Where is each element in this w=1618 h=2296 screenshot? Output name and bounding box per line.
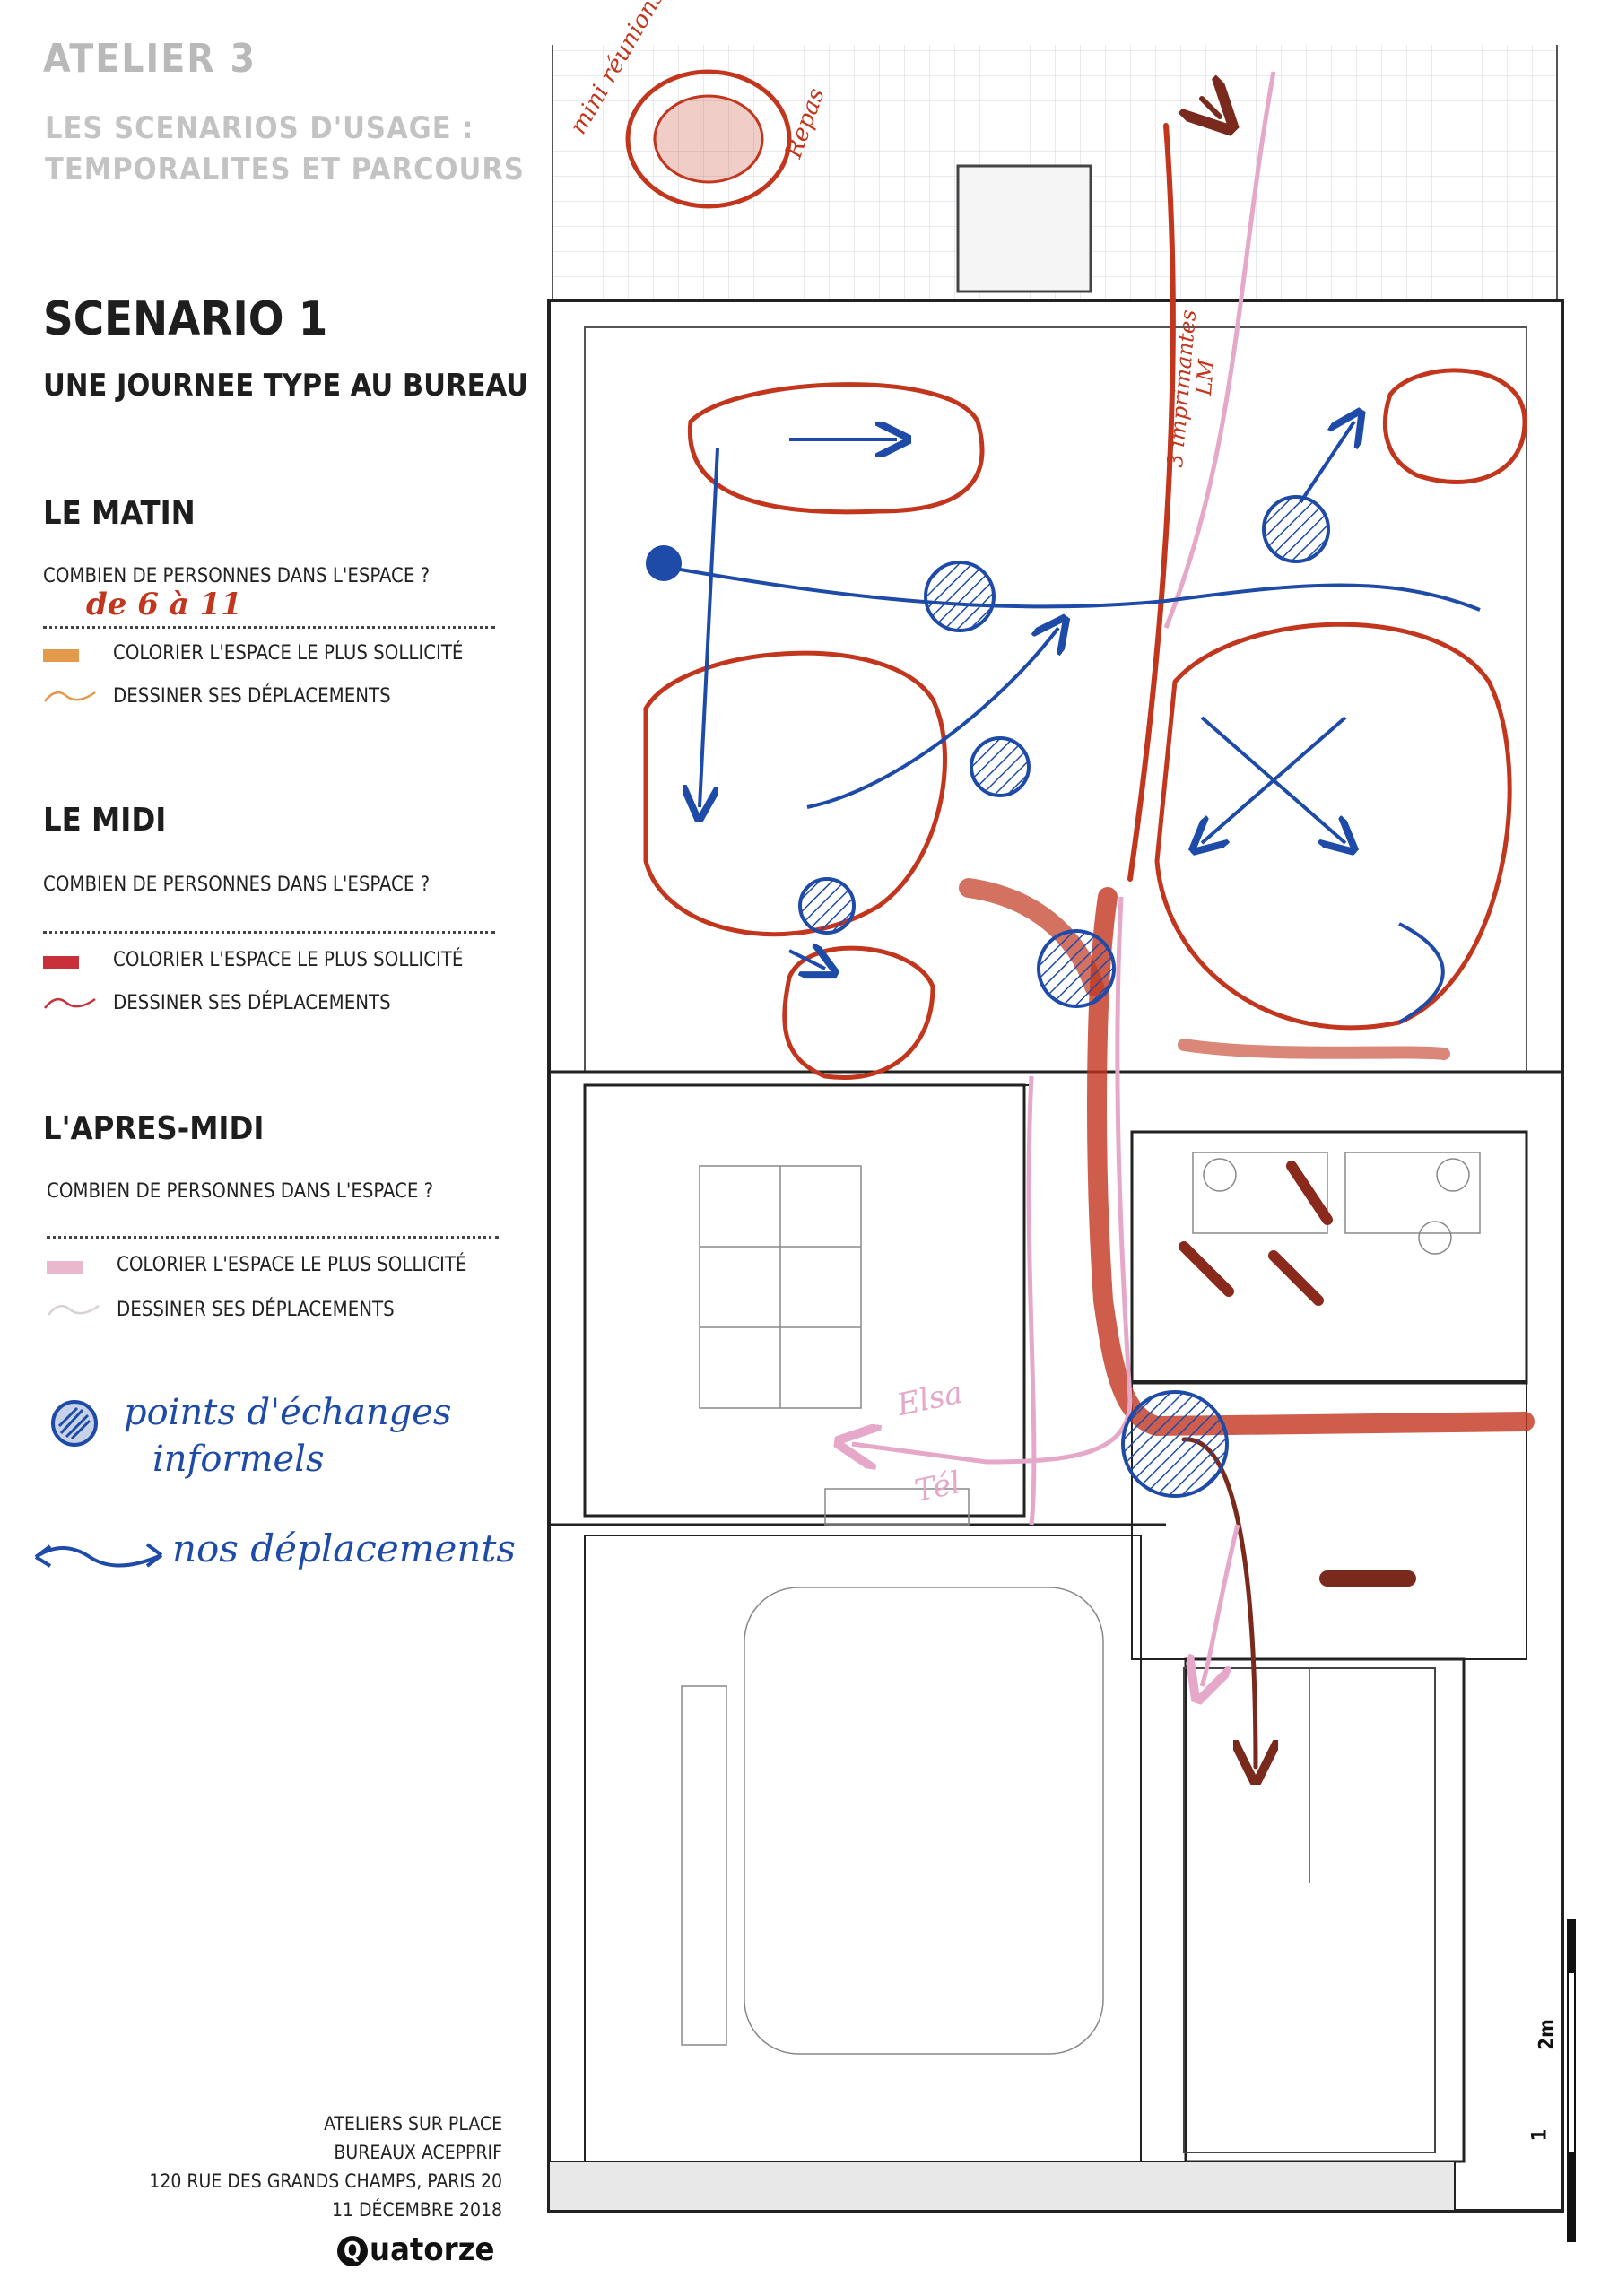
fill-swatch-midi [43, 956, 79, 969]
period-title-matin: LE MATIN [43, 495, 196, 532]
answer-line-apres-midi [47, 1236, 499, 1239]
fill-swatch-apres-midi [47, 1261, 83, 1274]
legend-path-apres-midi: DESSINER SES DÉPLACEMENTS [117, 1299, 395, 1321]
scenario-title: SCENARIO 1 [43, 292, 328, 346]
scale-label-2m: 2m [1535, 2019, 1559, 2050]
answer-line-matin [43, 626, 495, 629]
double-arrow-icon [34, 1543, 163, 1568]
staircase [1183, 1667, 1436, 2153]
question-apres-midi: COMBIEN DE PERSONNES DANS L'ESPACE ? [47, 1180, 434, 1203]
noon-path [959, 99, 1535, 1767]
fill-swatch-matin [43, 649, 79, 662]
logo-q-icon: Q [337, 2236, 368, 2266]
footer-line4: 11 DÉCEMBRE 2018 [331, 2199, 502, 2221]
legend-fill-matin: COLORIER L'ESPACE LE PLUS SOLLICITÉ [113, 642, 464, 665]
atelier-subtitle: LES SCENARIOS D'USAGE : TEMPORALITES ET … [45, 108, 525, 190]
legend-points-line2: informels [152, 1439, 325, 1480]
furniture [681, 1152, 1481, 2055]
footer-line3: 120 RUE DES GRANDS CHAMPS, PARIS 20 [149, 2170, 502, 2192]
legend-fill-apres-midi: COLORIER L'ESPACE LE PLUS SOLLICITÉ [117, 1254, 467, 1276]
atelier-subtitle-line2: TEMPORALITES ET PARCOURS [45, 152, 525, 187]
legend-path-midi: DESSINER SES DÉPLACEMENTS [113, 992, 391, 1014]
legend-path-matin: DESSINER SES DÉPLACEMENTS [113, 685, 391, 708]
informal-exchange-point-icon [51, 1400, 98, 1447]
scenario-subtitle: UNE JOURNEE TYPE AU BUREAU [43, 368, 528, 404]
terrace-grid [552, 45, 1558, 300]
exchange-points [646, 495, 1330, 1498]
question-matin: COMBIEN DE PERSONNES DANS L'ESPACE ? [43, 565, 431, 587]
building-walls [547, 299, 1564, 2213]
answer-matin: de 6 à 11 [86, 587, 242, 622]
question-midi: COMBIEN DE PERSONNES DANS L'ESPACE ? [43, 874, 431, 896]
footer-info: ATELIERS SUR PLACE BUREAUX ACEPPRIF 120 … [36, 2109, 502, 2224]
answer-line-midi [43, 931, 495, 934]
legend-moves: nos déplacements [172, 1526, 516, 1570]
path-swatch-matin [44, 691, 96, 702]
annotation-lm: LM [1191, 358, 1220, 397]
footer-line2: BUREAUX ACEPPRIF [334, 2142, 502, 2163]
period-title-midi: LE MIDI [43, 802, 167, 839]
path-swatch-apres-midi [48, 1304, 100, 1316]
scale-label-1: 1 [1528, 2128, 1552, 2142]
logo-text: uatorze [370, 2231, 495, 2268]
period-title-apres-midi: L'APRES-MIDI [43, 1110, 265, 1147]
blue-paths [654, 422, 1481, 1024]
scale-bar [1567, 1919, 1576, 2242]
path-swatch-midi [44, 997, 96, 1009]
atelier-title: ATELIER 3 [43, 36, 257, 82]
footer-line1: ATELIERS SUR PLACE [324, 2113, 502, 2135]
afternoon-paths [852, 71, 1276, 1686]
legend-fill-midi: COLORIER L'ESPACE LE PLUS SOLLICITÉ [113, 949, 464, 971]
legend-points-line1: points d'échanges [124, 1392, 452, 1433]
morning-zones [625, 69, 1527, 1080]
atelier-subtitle-line1: LES SCENARIOS D'USAGE : [45, 110, 474, 146]
